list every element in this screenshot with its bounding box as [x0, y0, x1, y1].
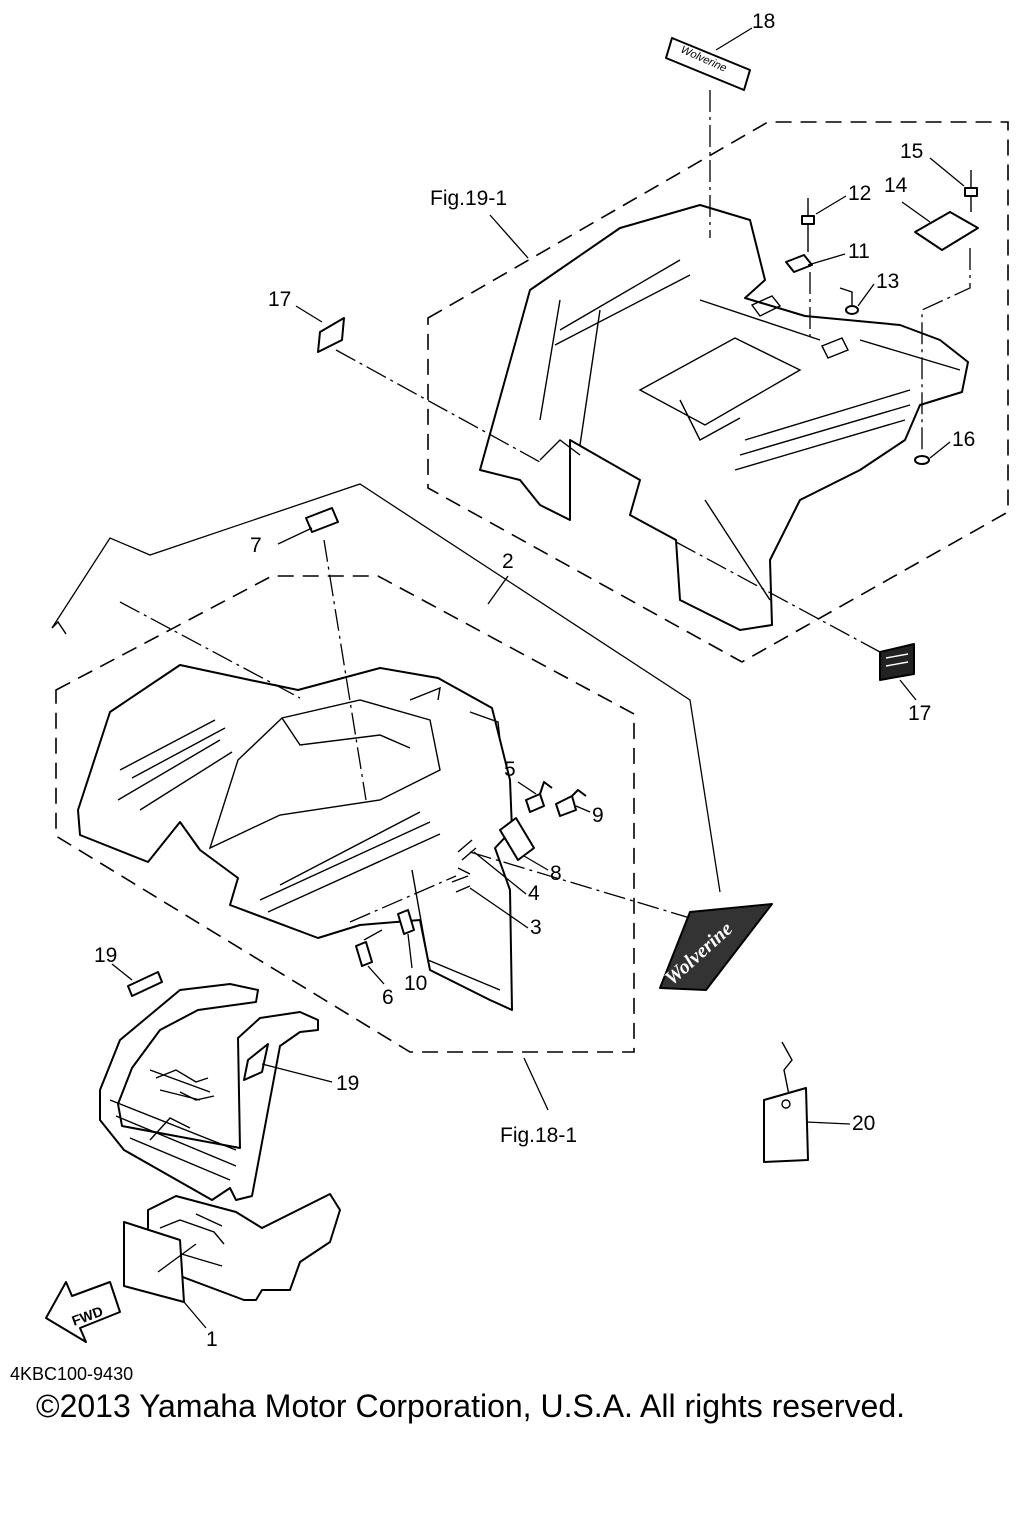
callout-1: 1 — [206, 1328, 218, 1351]
callout-17-left: 17 — [268, 288, 291, 311]
callout-6-leader — [367, 965, 385, 985]
screw-6 — [355, 941, 373, 967]
callout-18-leader — [715, 27, 753, 51]
fig-ref-front-leader — [523, 1057, 549, 1111]
decal-17-left — [317, 317, 345, 353]
plate-8 — [499, 817, 535, 861]
forward-arrow-icon: FWD — [45, 1281, 121, 1343]
bracket-2-outline — [51, 483, 721, 893]
rear-fender-group — [427, 121, 1009, 663]
callout-12-leader — [815, 195, 847, 215]
front-fender-left-ribs — [117, 719, 233, 811]
callout-19-right-leader — [261, 1063, 333, 1083]
callout-7: 7 — [250, 534, 262, 557]
tag-20 — [763, 1041, 809, 1163]
callout-11: 11 — [848, 240, 870, 263]
callout-16: 16 — [952, 428, 975, 451]
callout-7-leader — [277, 527, 313, 545]
diagram-code: 4KBC100-9430 — [10, 1364, 134, 1384]
callout-17-right: 17 — [908, 702, 931, 725]
grommet-16 — [914, 455, 930, 465]
decal-7 — [305, 507, 339, 533]
callout-14: 14 — [884, 174, 908, 197]
callout-9-leader — [575, 805, 591, 813]
front-bumper — [99, 983, 319, 1201]
front-fender-hood — [208, 699, 441, 850]
clip-9 — [555, 789, 587, 817]
front-fender-group — [55, 575, 635, 1053]
callout-2: 2 — [502, 550, 514, 573]
callout-10: 10 — [404, 972, 427, 995]
front-fender — [77, 664, 513, 1011]
screw-10 — [397, 909, 415, 935]
clip-5 — [525, 781, 553, 813]
callout-19-right: 19 — [336, 1072, 359, 1095]
emblem-decal: Wolverine — [665, 37, 751, 91]
bolt-4 — [457, 839, 477, 875]
callout-11-leader — [807, 253, 846, 266]
callout-19-left: 19 — [94, 944, 117, 967]
bolt-3 — [451, 875, 471, 893]
callout-18: 18 — [752, 10, 775, 33]
callout-19-left-leader — [111, 963, 133, 981]
callout-16-leader — [929, 441, 951, 459]
front-lower-guard — [147, 1193, 341, 1301]
front-fender-right-ribs — [259, 811, 501, 991]
fig-ref-front-label: Fig.18-1 — [500, 1124, 577, 1147]
callout-13: 13 — [876, 270, 899, 293]
callout-15-leader — [929, 157, 965, 187]
callout-5-leader — [517, 781, 537, 795]
decal-17-right-chain-line — [675, 541, 881, 653]
callout-14-leader — [901, 201, 931, 223]
callout-20: 20 — [852, 1112, 875, 1135]
fig-ref-rear-leader — [489, 214, 529, 259]
decal-19-left — [127, 971, 163, 997]
grommet-13 — [839, 287, 859, 315]
fig-ref-rear-label: Fig.19-1 — [430, 187, 507, 210]
callout-15: 15 — [900, 140, 923, 163]
rear-fender — [479, 204, 969, 631]
rear-fender-boundary — [427, 121, 1009, 663]
callout-5: 5 — [504, 758, 516, 781]
front-fender-boundary — [55, 575, 635, 1053]
plate-14 — [914, 211, 979, 251]
callout-3-leader — [469, 887, 529, 929]
copyright-notice: ©2013 Yamaha Motor Corporation, U.S.A. A… — [36, 1388, 906, 1424]
bolt-15-chain-line — [921, 248, 971, 452]
bolt-15 — [964, 170, 978, 212]
front-hardware-dash — [349, 851, 691, 923]
screw-6-chain-line — [363, 929, 383, 941]
callout-17-right-leader — [899, 679, 917, 701]
callout-3: 3 — [530, 916, 542, 939]
hardware-11 — [785, 254, 813, 273]
callout-17-left-leader — [295, 305, 323, 323]
rear-fender-left-ribs — [539, 259, 691, 446]
callout-10-leader — [407, 933, 413, 969]
callout-8-leader — [523, 855, 549, 871]
bracket-2-chain-line — [119, 601, 301, 699]
callout-12: 12 — [848, 182, 871, 205]
decal-17-left-chain-line — [335, 349, 541, 463]
decal-7-chain-line — [323, 539, 367, 801]
decal-19-right — [243, 1043, 269, 1081]
callout-1-leader — [157, 1243, 207, 1329]
callout-8: 8 — [550, 862, 562, 885]
callout-4-leader — [473, 851, 527, 895]
callout-6: 6 — [382, 986, 394, 1009]
callout-9: 9 — [592, 804, 604, 827]
callout-20-leader — [805, 1121, 851, 1125]
callout-2-leader — [487, 575, 509, 605]
rear-fender-right-ribs — [704, 389, 911, 601]
callout-13-leader — [857, 283, 875, 307]
front-fender-headlight-well — [409, 686, 501, 741]
rear-fender-center-box — [638, 299, 961, 441]
bracket-2-tip — [51, 620, 67, 635]
callout-4: 4 — [528, 882, 540, 905]
rear-fender-tabs — [539, 295, 849, 461]
bolt-12 — [801, 198, 815, 252]
wolverine-decal: Wolverine — [659, 903, 773, 991]
decal-17-right — [879, 643, 915, 681]
